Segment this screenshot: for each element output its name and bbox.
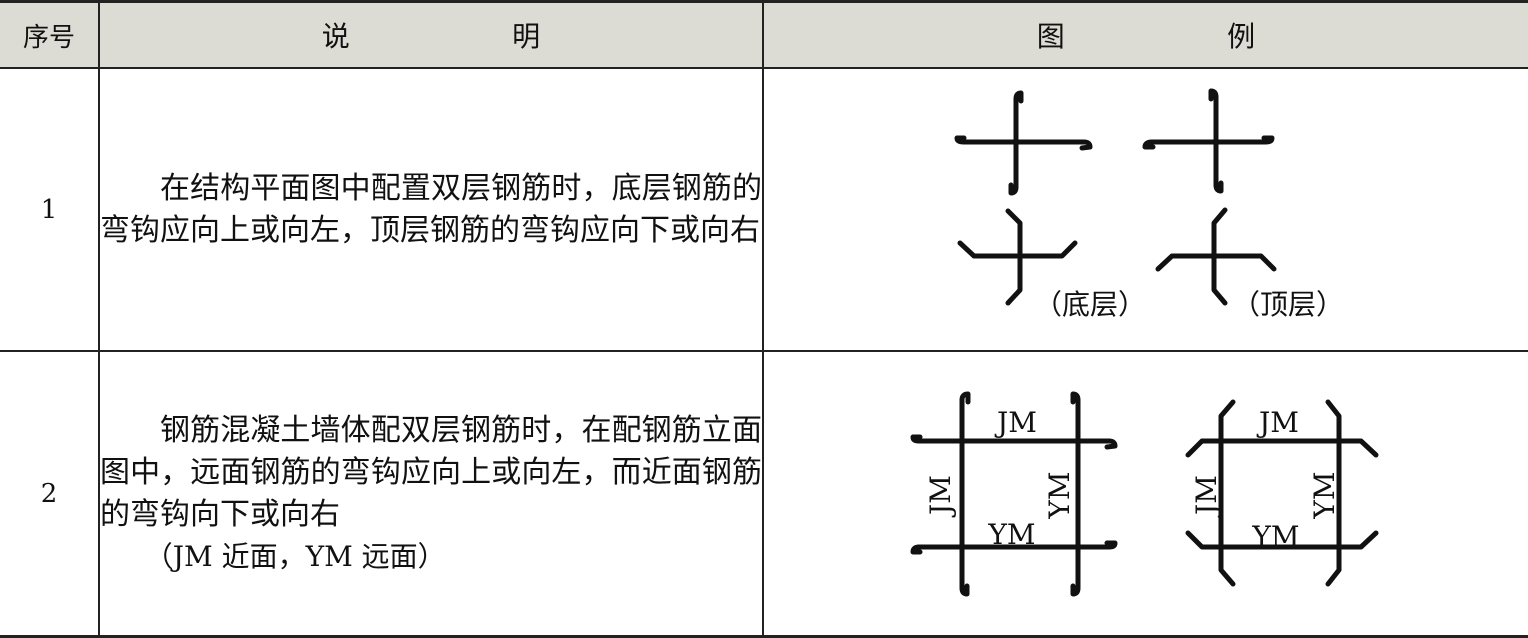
top-layer-label: （顶层） xyxy=(1232,288,1344,321)
rebar-line xyxy=(916,438,1118,450)
description-text: 钢筋混凝土墙体配双层钢筋时，在配钢筋立面图中，远面钢筋的弯钩应向上或向左，而近面… xyxy=(100,412,762,532)
rebar-line xyxy=(1070,397,1081,597)
row-number: 2 xyxy=(0,350,100,638)
row-description: 在结构平面图中配置双层钢筋时，底层钢筋的弯钩应向上或向左，顶层钢筋的弯钩应向下或… xyxy=(98,67,764,352)
row-figure: （底层） （顶层） xyxy=(762,67,1528,352)
rebar-line xyxy=(1185,438,1379,458)
rebar-hook xyxy=(959,391,971,405)
near-face-label: JM xyxy=(994,406,1037,439)
near-face-label: JM xyxy=(1256,406,1299,439)
rebar-line xyxy=(1008,96,1019,196)
rebar-hook xyxy=(1142,139,1156,150)
rebar-line xyxy=(1325,399,1342,587)
rebar-hook xyxy=(1070,391,1081,405)
header-figure-label: 图 例 xyxy=(1036,20,1323,53)
wall-rebar-figure: JM YM JM YM JM YM JM YM xyxy=(910,391,1379,597)
far-face-label: YM xyxy=(987,518,1035,551)
description-note: （JM 近面，YM 远面） xyxy=(144,539,446,573)
rebar-line xyxy=(1211,207,1228,306)
rebar-line xyxy=(1185,530,1379,550)
slab-rebar-figure: （底层） （顶层） xyxy=(954,88,1344,321)
row-figure: JM YM JM YM JM YM JM YM xyxy=(762,350,1528,638)
row-description: 钢筋混凝土墙体配双层钢筋时，在配钢筋立面图中，远面钢筋的弯钩应向上或向左，而近面… xyxy=(98,350,764,638)
near-face-side-label: JM xyxy=(1190,475,1223,518)
rebar-hook xyxy=(954,135,967,145)
header-description-label: 说 明 xyxy=(321,20,608,53)
table-row: 1 在结构平面图中配置双层钢筋时，底层钢筋的弯钩应向上或向左，顶层钢筋的弯钩应向… xyxy=(0,67,1528,352)
rebar-line xyxy=(1218,399,1236,587)
header-row: 序号 说 明 图 例 xyxy=(0,0,1528,69)
rebar-hook xyxy=(910,544,923,555)
near-face-side-label: JM xyxy=(924,475,957,518)
rebar-hook xyxy=(910,434,923,444)
table-row: 2 钢筋混凝土墙体配双层钢筋时，在配钢筋立面图中，远面钢筋的弯钩应向上或向左，而… xyxy=(0,350,1528,638)
row-number: 1 xyxy=(0,67,100,352)
bottom-layer-label: （底层） xyxy=(1034,288,1146,321)
far-face-label: YM xyxy=(1251,520,1299,553)
rebar-hook xyxy=(1013,90,1024,104)
rebar-line xyxy=(1149,135,1275,145)
description-text: 在结构平面图中配置双层钢筋时，底层钢筋的弯钩应向上或向左，顶层钢筋的弯钩应向下或… xyxy=(100,170,762,248)
far-face-side-label: YM xyxy=(1043,471,1076,519)
rebar-hook xyxy=(1208,88,1219,102)
rebar-line xyxy=(961,139,1093,151)
header-figure: 图 例 xyxy=(762,0,1528,69)
rebar-line xyxy=(959,397,970,597)
rebar-line xyxy=(1213,94,1224,194)
rebar-line xyxy=(1005,208,1023,306)
header-description: 说 明 xyxy=(98,0,764,69)
header-no: 序号 xyxy=(0,0,100,69)
rebar-line xyxy=(916,540,1118,550)
far-face-side-label: YM xyxy=(1308,471,1341,519)
